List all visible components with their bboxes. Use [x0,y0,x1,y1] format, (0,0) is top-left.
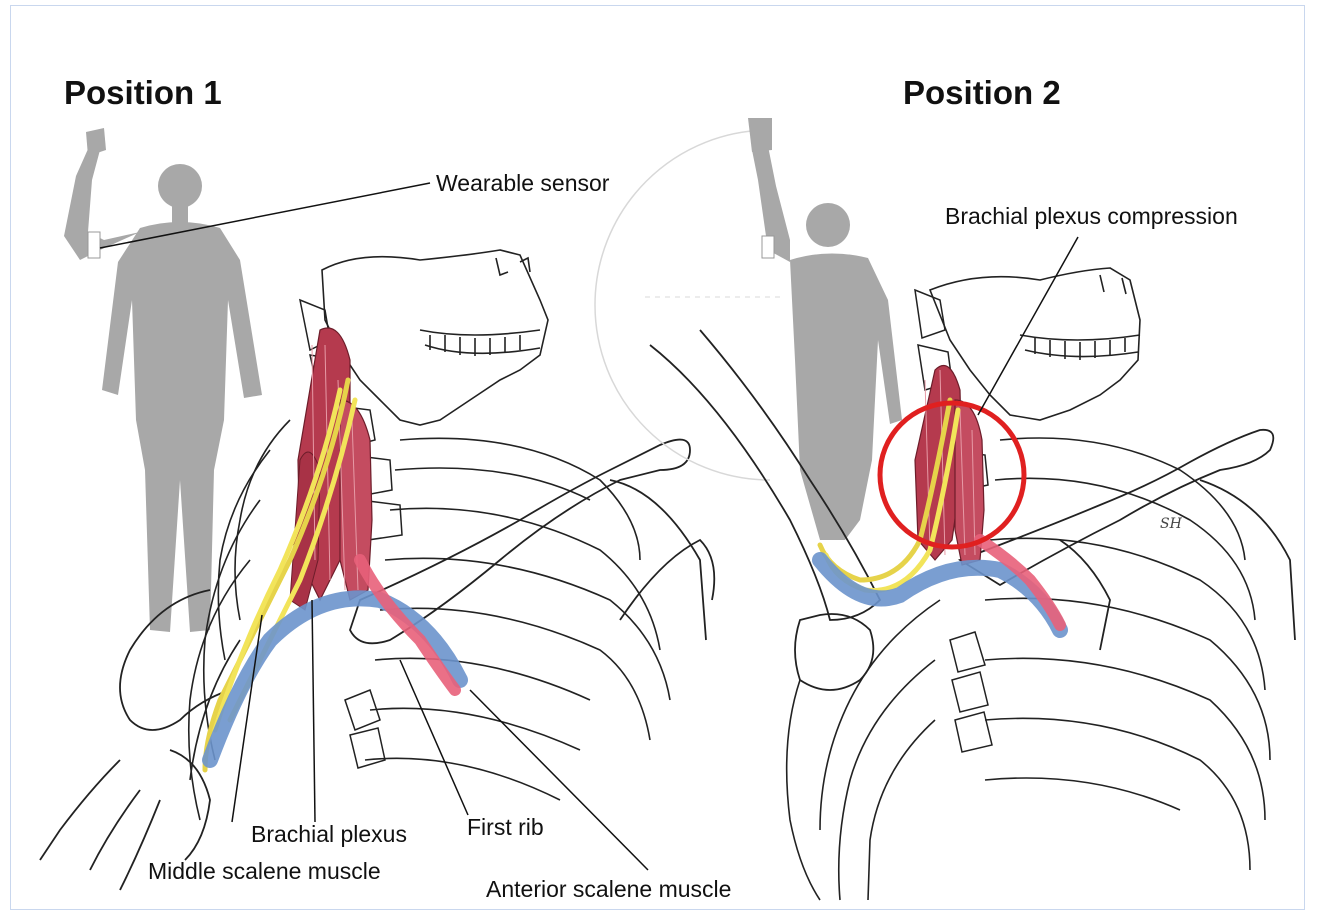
silhouette-position-1 [64,128,262,632]
shoulder-position-1 [40,590,230,890]
wearable-sensor-band-2 [762,236,774,258]
label-brachial-plexus-compression: Brachial plexus compression [945,203,1238,230]
motion-arc [595,130,770,480]
artist-mark: SH [1160,516,1183,532]
label-middle-scalene-muscle: Middle scalene muscle [148,858,381,885]
label-anterior-scalene-muscle: Anterior scalene muscle [486,876,731,903]
vessels-position-1 [210,560,460,760]
clavicle-position-2 [960,430,1295,650]
position-2-title: Position 2 [903,74,1061,112]
wearable-sensor-band-1 [88,232,100,258]
label-first-rib: First rib [467,814,544,841]
label-wearable-sensor: Wearable sensor [436,170,609,197]
skull-position-2 [930,268,1140,420]
label-brachial-plexus: Brachial plexus [251,821,407,848]
position-1-title: Position 1 [64,74,222,112]
leader-line-compression [978,237,1078,415]
